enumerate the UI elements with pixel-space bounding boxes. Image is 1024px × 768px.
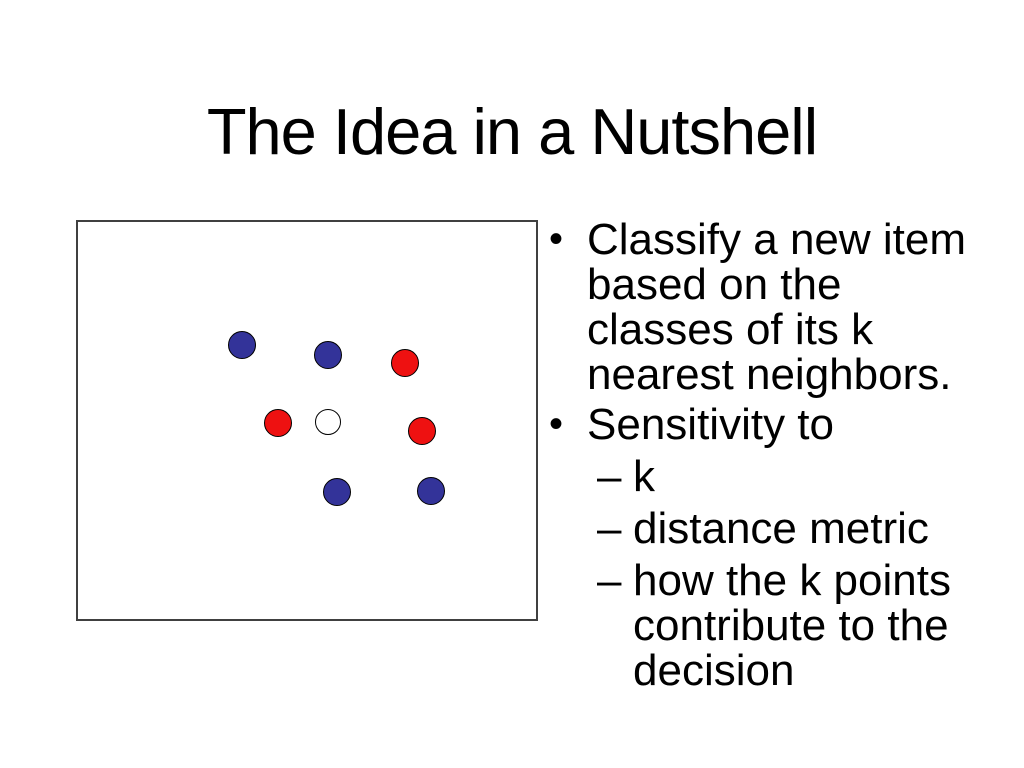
- bullet-text: k: [633, 452, 655, 501]
- dash-marker-icon: –: [597, 556, 622, 605]
- sub-bullet-item: – distance metric: [549, 506, 989, 551]
- blue-data-point: [323, 478, 351, 506]
- slide-title: The Idea in a Nutshell: [206, 95, 818, 168]
- bullet-text: how the k points contribute to the decis…: [633, 556, 951, 695]
- knn-diagram: [76, 220, 538, 621]
- red-data-point: [408, 417, 436, 445]
- red-data-point: [391, 349, 419, 377]
- bullet-marker-icon: •: [549, 402, 564, 446]
- query-point: [315, 409, 341, 435]
- bullet-list: • Classify a new item based on the class…: [549, 217, 989, 693]
- dash-marker-icon: –: [597, 452, 622, 501]
- sub-bullet-item: – k: [549, 454, 989, 499]
- bullet-text: distance metric: [633, 504, 929, 553]
- blue-data-point: [314, 341, 342, 369]
- bullet-item: • Classify a new item based on the class…: [549, 217, 989, 397]
- blue-data-point: [228, 331, 256, 359]
- bullet-item: • Sensitivity to: [549, 402, 989, 447]
- bullet-text: Sensitivity to: [587, 400, 834, 449]
- blue-data-point: [417, 477, 445, 505]
- red-data-point: [264, 409, 292, 437]
- sub-bullet-item: – how the k points contribute to the dec…: [549, 558, 989, 693]
- bullet-text: Classify a new item based on the classes…: [587, 215, 967, 399]
- bullet-marker-icon: •: [549, 217, 564, 261]
- dash-marker-icon: –: [597, 504, 622, 553]
